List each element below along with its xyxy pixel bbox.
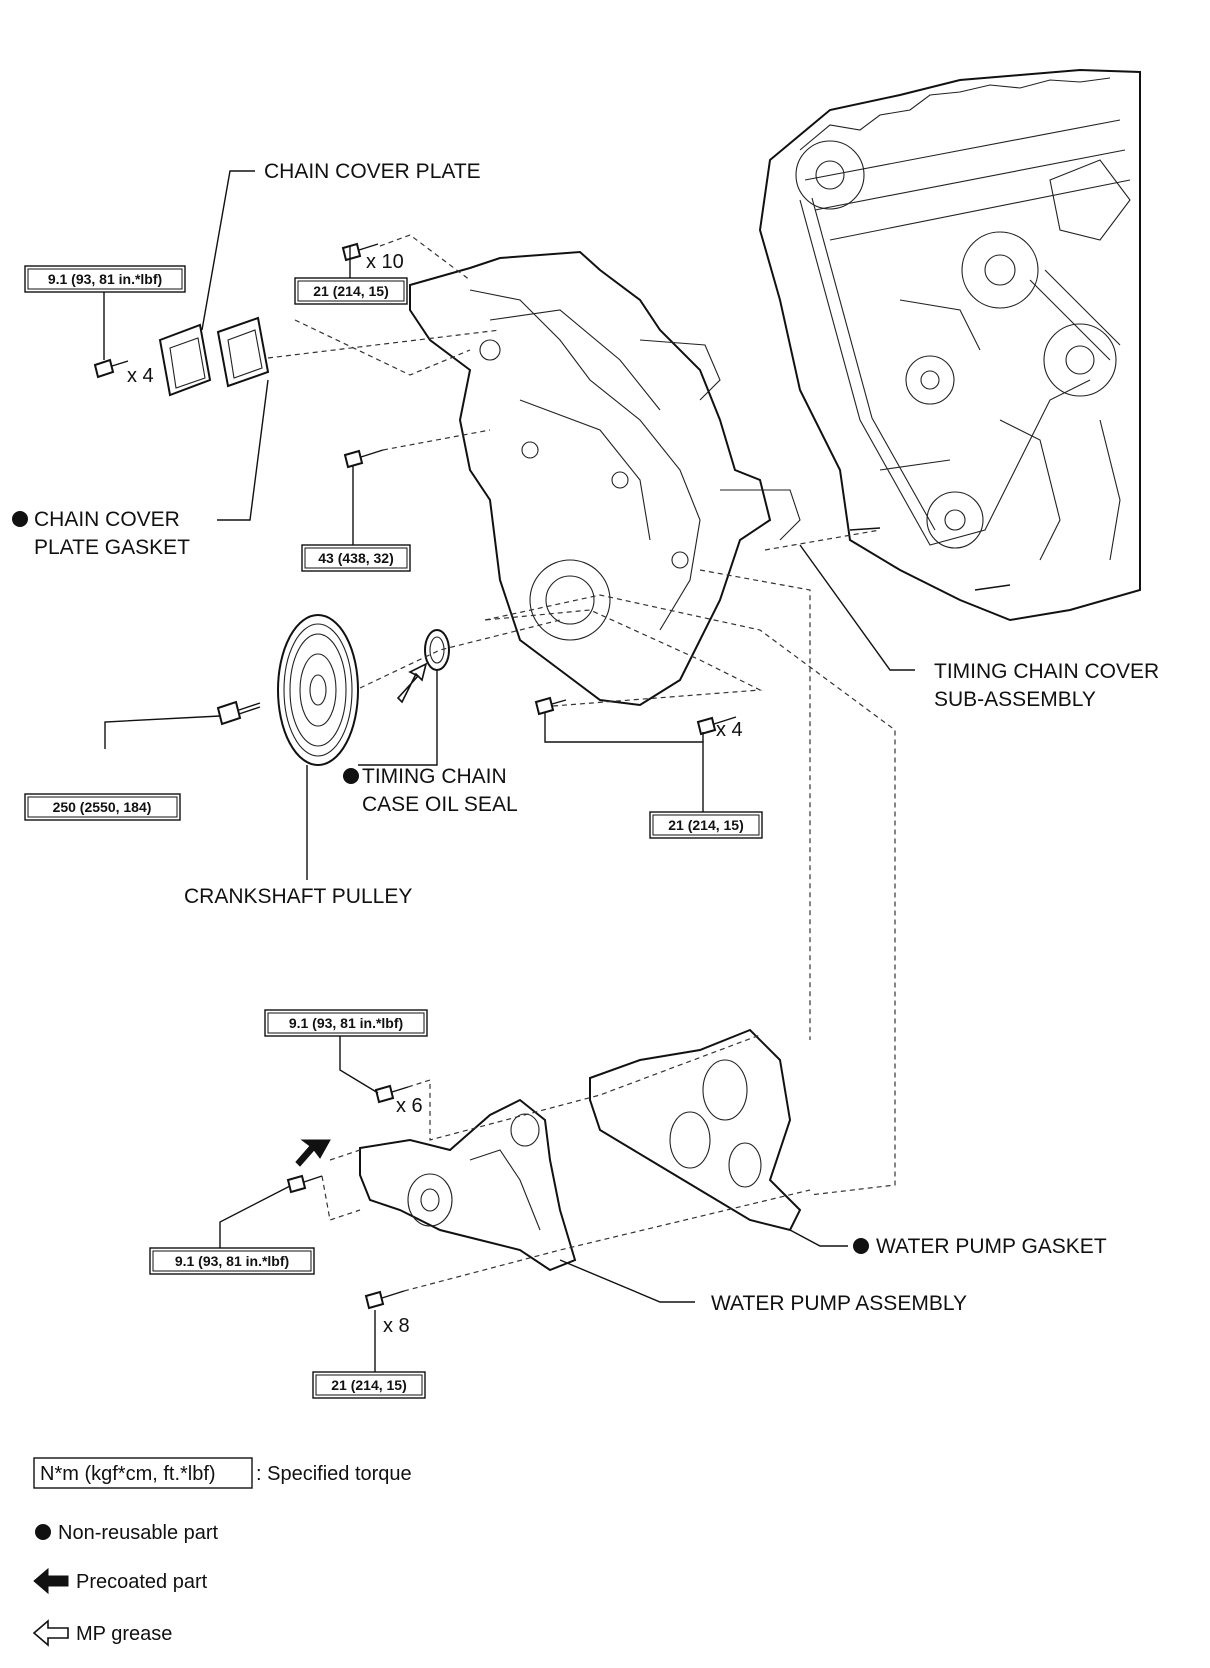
- water-pump-assembly-label: WATER PUMP ASSEMBLY: [711, 1292, 967, 1315]
- bolt-count-lower-cover: x 4: [716, 719, 743, 741]
- svg-text:21 (214, 15): 21 (214, 15): [331, 1377, 407, 1393]
- svg-text:21 (214, 15): 21 (214, 15): [668, 817, 744, 833]
- legend-torque-box-text: N*m (kgf*cm, ft.*lbf): [40, 1463, 216, 1485]
- precoated-arrow-icon: [33, 1567, 69, 1595]
- crankshaft-pulley-illustration: [277, 614, 359, 766]
- grease-arrow-icon: [396, 662, 428, 704]
- bolt-icon: [286, 1174, 323, 1194]
- timing-chain-cover-label-line1: TIMING CHAIN COVER: [934, 660, 1159, 683]
- legend: N*m (kgf*cm, ft.*lbf) : Specified torque…: [32, 1457, 412, 1647]
- bolt-icon: [374, 1084, 409, 1104]
- non-reusable-bullet-icon: [853, 1238, 869, 1254]
- torque-box-lower-cover-bolts: 21 (214, 15): [649, 811, 763, 839]
- precoated-arrow-icon: [295, 1139, 331, 1167]
- bolt-count-upper-cover: x 10: [366, 251, 404, 273]
- assembly-guide-lines: [267, 234, 896, 1292]
- bolt-icon: [364, 1290, 405, 1310]
- crankshaft-pulley-label: CRANKSHAFT PULLEY: [184, 885, 412, 908]
- legend-mp-grease: MP grease: [76, 1623, 172, 1645]
- svg-text:43 (438, 32): 43 (438, 32): [318, 550, 394, 566]
- svg-text:9.1 (93, 81 in.*lbf): 9.1 (93, 81 in.*lbf): [289, 1015, 403, 1031]
- timing-chain-cover-label-line2: SUB-ASSEMBLY: [934, 688, 1096, 711]
- bolt-icon: [216, 700, 261, 726]
- svg-text:21 (214, 15): 21 (214, 15): [313, 283, 389, 299]
- water-pump-gasket-illustration: [589, 1028, 802, 1232]
- chain-cover-plate-illustration: [158, 323, 212, 397]
- bolt-count-pump-upper: x 6: [396, 1095, 423, 1117]
- torque-box-pulley-bolt: 250 (2550, 184): [24, 793, 181, 821]
- water-pump-assembly-illustration: [359, 1098, 577, 1272]
- bolt-icon: [696, 716, 737, 736]
- legend-precoated: Precoated part: [76, 1571, 208, 1593]
- engine-block-illustration: [758, 68, 1141, 622]
- bolt-icon: [534, 696, 567, 716]
- non-reusable-bullet-icon: [35, 1524, 51, 1540]
- torque-box-pump-precoated-bolt: 9.1 (93, 81 in.*lbf): [149, 1247, 315, 1275]
- oil-seal-label-line1: TIMING CHAIN: [362, 765, 507, 788]
- bolt-icon: [93, 358, 129, 379]
- chain-cover-plate-gasket-illustration: [216, 316, 270, 388]
- torque-box-plate-bolts: 9.1 (93, 81 in.*lbf): [24, 265, 186, 293]
- bolt-count-plate: x 4: [127, 365, 154, 387]
- grease-arrow-icon: [32, 1619, 69, 1647]
- chain-cover-plate-gasket-label-line2: PLATE GASKET: [34, 536, 190, 559]
- legend-torque-desc: : Specified torque: [256, 1463, 412, 1485]
- torque-box-pump-lower-bolts: 21 (214, 15): [312, 1371, 426, 1399]
- bolt-icon: [341, 242, 379, 262]
- oil-seal-label-line2: CASE OIL SEAL: [362, 793, 518, 816]
- torque-box-upper-cover-bolts: 21 (214, 15): [294, 277, 408, 305]
- bolt-count-pump-lower: x 8: [383, 1315, 410, 1337]
- non-reusable-bullet-icon: [343, 768, 359, 784]
- legend-non-reusable: Non-reusable part: [58, 1522, 219, 1544]
- torque-box-mid-cover-bolt: 43 (438, 32): [301, 544, 411, 572]
- svg-text:9.1 (93, 81 in.*lbf): 9.1 (93, 81 in.*lbf): [175, 1253, 289, 1269]
- svg-text:9.1 (93, 81 in.*lbf): 9.1 (93, 81 in.*lbf): [48, 271, 162, 287]
- chain-cover-plate-gasket-label-line1: CHAIN COVER: [34, 508, 180, 531]
- bolt-icon: [343, 449, 384, 469]
- chain-cover-plate-label: CHAIN COVER PLATE: [264, 160, 481, 183]
- non-reusable-bullet-icon: [12, 511, 28, 527]
- timing-chain-cover-illustration: [409, 250, 801, 707]
- water-pump-gasket-label: WATER PUMP GASKET: [876, 1235, 1107, 1258]
- svg-text:250 (2550, 184): 250 (2550, 184): [53, 799, 152, 815]
- leader-lines: [103, 170, 915, 1372]
- oil-seal-illustration: [424, 629, 450, 671]
- torque-box-pump-upper-bolts: 9.1 (93, 81 in.*lbf): [264, 1009, 428, 1037]
